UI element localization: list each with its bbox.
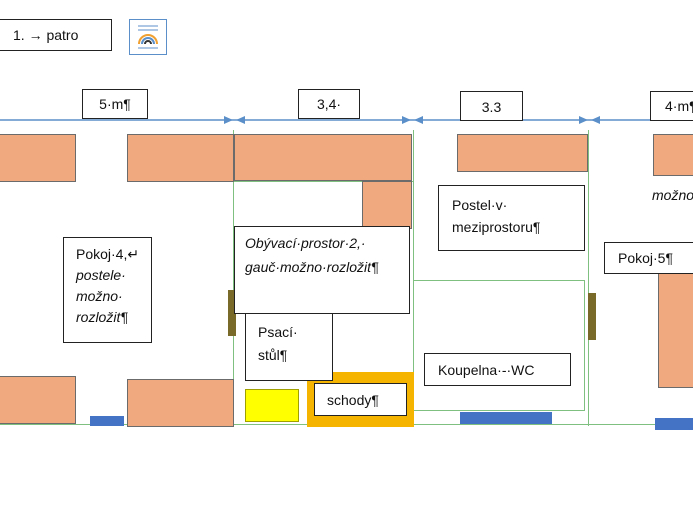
dimension-text-1: 5·m¶: [99, 96, 131, 112]
wall-bathroom-bottom: [413, 410, 585, 411]
dimension-text-4: 4·m¶: [665, 98, 693, 114]
obyvaci-line1: Obývací·prostor·2,·: [245, 235, 366, 251]
right-cut-text: možno: [652, 187, 693, 203]
rainbow-icon[interactable]: [129, 19, 167, 55]
furniture-block: [457, 134, 588, 172]
window: [460, 412, 552, 424]
rainbow-icon-graphic: [138, 25, 158, 49]
obyvaci-line2: gauč·možno·rozložit¶: [245, 259, 379, 275]
dimension-label-4: 4·m¶: [650, 91, 693, 121]
desk: [245, 389, 299, 422]
room-label-right-cut: možno: [652, 187, 693, 203]
floor-button[interactable]: 1. → patro: [0, 19, 112, 51]
door: [588, 293, 596, 340]
furniture-block: [653, 134, 693, 176]
wall-bathroom-right: [584, 280, 585, 410]
pokoj5-text: Pokoj·5¶: [618, 250, 673, 266]
room-label-postel: Postel·v· meziprostoru¶: [438, 185, 585, 251]
dimension-text-3: 3.3: [481, 99, 502, 115]
window: [655, 418, 693, 430]
wall-left-middle: [233, 130, 234, 426]
wall-living-top: [233, 181, 413, 182]
furniture-block: [127, 134, 234, 182]
koupelna-text: Koupelna·-·WC: [438, 362, 535, 378]
window: [90, 416, 124, 426]
wall-right: [588, 130, 589, 426]
dimension-label-1: 5·m¶: [82, 89, 148, 119]
dimension-label-3: 3.3: [460, 91, 523, 121]
postel-line1: Postel·v·: [452, 197, 508, 213]
room-label-koupelna: Koupelna·-·WC: [424, 353, 571, 386]
door: [228, 290, 236, 336]
room-label-obyvaci: Obývací·prostor·2,· gauč·možno·rozložit¶: [234, 226, 410, 314]
furniture-block: [0, 134, 76, 182]
room-label-pokoj5: Pokoj·5¶: [604, 242, 693, 274]
dimension-label-2: 3,4·: [298, 89, 360, 119]
pokoj4-line4: rozložit¶: [76, 309, 128, 325]
dimension-text-2: 3,4·: [316, 96, 342, 112]
room-label-psaci: Psací· stůl¶: [245, 313, 333, 381]
pokoj4-line3: možno·: [76, 288, 123, 304]
psaci-line2: stůl¶: [258, 347, 288, 363]
psaci-line1: Psací·: [258, 324, 298, 340]
furniture-block: [234, 134, 412, 181]
furniture-block: [127, 379, 234, 427]
dimension-arrows: [0, 116, 693, 124]
schody-text: schody¶: [327, 392, 379, 408]
furniture-block: [0, 376, 76, 424]
wall-center-right: [413, 130, 414, 426]
wall-bathroom-top: [413, 280, 585, 281]
room-label-pokoj4: Pokoj·4,↵ postele· možno· rozložit¶: [63, 237, 152, 343]
floor-button-label: 1. → patro: [13, 27, 79, 43]
room-label-schody: schody¶: [314, 383, 407, 416]
postel-line2: meziprostoru¶: [452, 219, 541, 235]
pokoj4-line1: Pokoj·4,↵: [76, 246, 140, 262]
pokoj4-line2: postele·: [76, 267, 126, 283]
furniture-block: [658, 272, 693, 388]
furniture-block: [362, 181, 412, 229]
